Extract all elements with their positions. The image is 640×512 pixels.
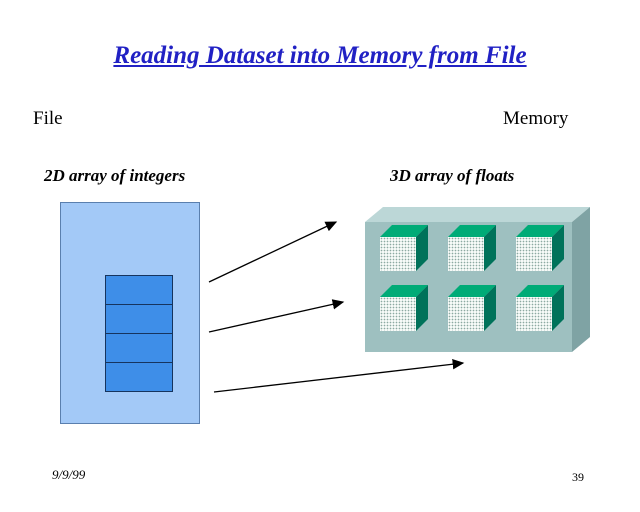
slide-title: Reading Dataset into Memory from File (113, 42, 527, 69)
float-cube (380, 297, 416, 331)
float-cube (380, 237, 416, 271)
memory-3d-array (365, 207, 590, 352)
float-cube (448, 237, 484, 271)
footer-date: 9/9/99 (52, 467, 86, 482)
footer-page-number: 39 (572, 470, 584, 484)
arrow-1 (208, 221, 338, 283)
file-2d-array-box (60, 202, 200, 424)
file-label: File (33, 108, 63, 129)
float-cube (516, 297, 552, 331)
integer-cell (105, 362, 173, 392)
integer-cell (105, 333, 173, 363)
integer-cell (105, 275, 173, 305)
file-array-cells (105, 275, 173, 392)
memory-label: Memory (503, 108, 569, 129)
arrow-2 (208, 299, 345, 333)
memory-cube-grid (365, 222, 572, 352)
left-caption: 2D array of integers (44, 166, 186, 185)
float-cube (448, 297, 484, 331)
float-cube (516, 237, 552, 271)
integer-cell (105, 304, 173, 334)
right-caption: 3D array of floats (390, 166, 515, 185)
arrow-3 (213, 359, 465, 393)
